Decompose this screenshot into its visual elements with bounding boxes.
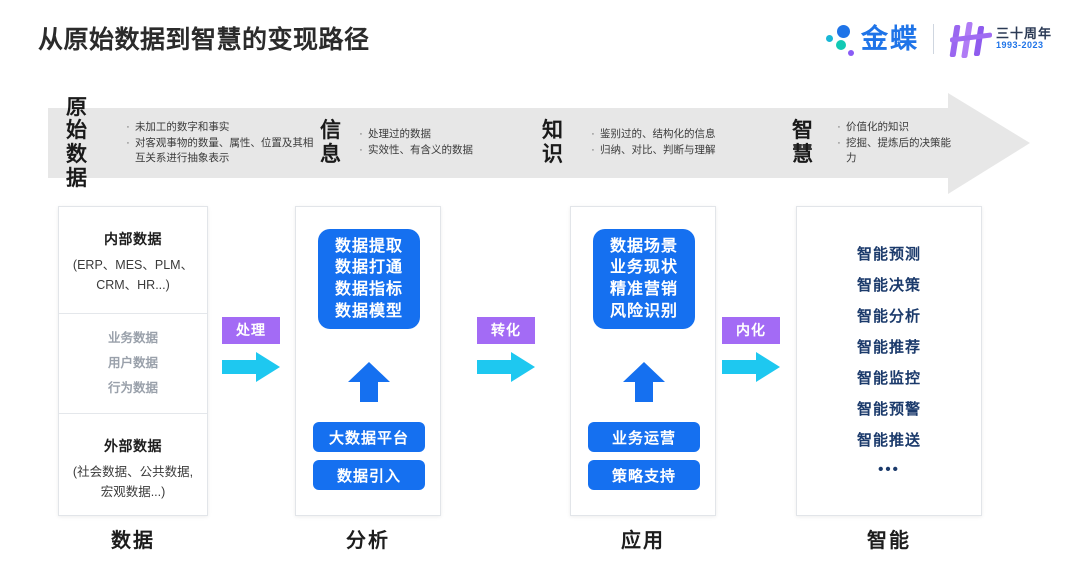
data-types-section: 业务数据 用户数据 行为数据 — [59, 314, 207, 413]
application-pill-strategy: 策略支持 — [588, 460, 700, 490]
intelligence-item: 智能分析 — [856, 307, 921, 325]
band-bullet-text: 挖掘、提炼后的决策能力 — [846, 136, 951, 164]
column-intelligence: 智能预测 智能决策 智能分析 智能推荐 智能监控 智能预警 智能推送 ••• — [796, 206, 982, 516]
internal-data-title: 内部数据 — [104, 231, 162, 247]
band-bullet-text: 处理过的数据 — [368, 128, 431, 141]
column-label-intelligence: 智能 — [867, 530, 911, 552]
intelligence-ellipsis: ••• — [878, 461, 900, 479]
anniversary-label: 三十周年 — [995, 25, 1052, 41]
internal-data-section: 内部数据 (ERP、MES、PLM、 CRM、HR...) — [59, 207, 207, 313]
intelligence-item: 智能监控 — [856, 370, 921, 388]
band-cell-raw-data: 原始 数据 · 未加工的数字和事实 · 对客观事物的数量、属性、位置及其相互关系进行… — [48, 96, 320, 190]
data-type-item: 用户数据 — [107, 356, 158, 370]
band-cell-knowledge: 知 识 · 鉴别过的、结构化的信息 · 归纳、对比、判断与理解 — [542, 108, 792, 178]
band-bullet-text: 未加工的数字和事实 — [134, 120, 230, 133]
external-data-title: 外部数据 — [104, 438, 162, 454]
intelligence-item: 智能推荐 — [856, 338, 921, 356]
analysis-pill-platform: 大数据平台 — [313, 422, 425, 452]
column-data: 内部数据 (ERP、MES、PLM、 CRM、HR...) 业务数据 用户数据 … — [58, 206, 208, 516]
connector-label-process: 处理 — [222, 317, 280, 344]
bullet-dot: · — [126, 120, 130, 133]
connector-label-internalize: 内化 — [722, 317, 780, 344]
column-label-analysis: 分析 — [346, 530, 390, 552]
kingdee-dots-icon — [821, 20, 859, 58]
anniversary-badge: 三十周年 1993-2023 — [948, 19, 1052, 59]
band-bullet-text: 鉴别过的、结构化的信息 — [600, 128, 716, 141]
band-bullet-text: 价值化的知识 — [846, 120, 909, 133]
column-analysis: 数据提取 数据打通 数据指标 数据模型 大数据平台 数据引入 — [295, 206, 441, 516]
application-pill-operations: 业务运营 — [588, 422, 700, 452]
analysis-pill-ingest: 数据引入 — [313, 460, 425, 490]
maturity-arrow-band: 原始 数据 · 未加工的数字和事实 · 对客观事物的数量、属性、位置及其相互关系进行… — [48, 93, 1030, 194]
intelligence-item: 智能推送 — [856, 432, 921, 450]
anniversary-years: 1993-2023 — [995, 40, 1044, 51]
column-label-application: 应用 — [621, 530, 665, 552]
brand-name: 金蝶 — [860, 23, 919, 54]
brand-divider — [932, 24, 934, 54]
application-capability-card: 数据场景 业务现状 精准营销 风险识别 — [593, 229, 695, 329]
band-bullet-text: 实效性、有含义的数据 — [368, 144, 473, 156]
section-divider — [59, 413, 207, 414]
band-cell-title: 信 息 — [320, 119, 342, 166]
connector-transform: 转化 — [477, 317, 535, 387]
internal-data-subtitle: (ERP、MES、PLM、 CRM、HR...) — [72, 258, 194, 292]
column-application: 数据场景 业务现状 精准营销 风险识别 业务运营 策略支持 — [570, 206, 716, 516]
bullet-dot: · — [359, 144, 363, 156]
connector-internalize: 内化 — [722, 317, 780, 387]
section-divider — [59, 313, 207, 314]
analysis-capability-card: 数据提取 数据打通 数据指标 数据模型 — [318, 229, 420, 329]
up-arrow-icon — [623, 362, 665, 407]
bullet-dot: · — [591, 128, 595, 141]
band-cell-title: 知 识 — [542, 119, 564, 166]
data-type-item: 行为数据 — [107, 381, 158, 395]
up-arrow-icon — [348, 362, 390, 407]
page-title: 从原始数据到智慧的变现路径 — [38, 26, 370, 54]
brand-logo: 金蝶 三十周年 1993-2023 — [821, 18, 1052, 60]
band-cell-title: 原始 数据 — [66, 95, 88, 190]
bullet-dot: · — [837, 136, 841, 149]
right-arrow-icon — [477, 352, 535, 387]
band-cell-title: 智 慧 — [792, 119, 814, 166]
intelligence-item: 智能决策 — [856, 276, 921, 294]
right-arrow-icon — [722, 352, 780, 387]
intelligence-item: 智能预测 — [856, 245, 921, 263]
band-body — [48, 108, 956, 178]
bullet-dot: · — [837, 120, 841, 133]
band-cell-wisdom: 智 慧 · 价值化的知识 · 挖掘、提炼后的决策能力 — [792, 108, 956, 178]
connector-process: 处理 — [222, 317, 280, 387]
external-data-subtitle: (社会数据、公共数据, 宏观数据...) — [72, 465, 194, 499]
bullet-dot: · — [359, 128, 363, 141]
anniversary-mark-icon — [948, 19, 992, 59]
right-arrow-icon — [222, 352, 280, 387]
connector-label-transform: 转化 — [477, 317, 535, 344]
bullet-dot: · — [126, 136, 130, 149]
band-bullet-text: 对客观事物的数量、属性、位置及其相互关系进行抽象表示 — [134, 136, 314, 164]
data-type-item: 业务数据 — [107, 331, 158, 345]
column-label-data: 数据 — [111, 530, 155, 552]
band-bullet-text: 归纳、对比、判断与理解 — [600, 144, 716, 156]
intelligence-item: 智能预警 — [856, 401, 921, 419]
band-arrowhead-icon — [948, 93, 1030, 194]
bullet-dot: · — [591, 144, 595, 156]
band-cell-information: 信 息 · 处理过的数据 · 实效性、有含义的数据 — [320, 108, 542, 178]
external-data-section: 外部数据 (社会数据、公共数据, 宏观数据...) — [59, 414, 207, 502]
